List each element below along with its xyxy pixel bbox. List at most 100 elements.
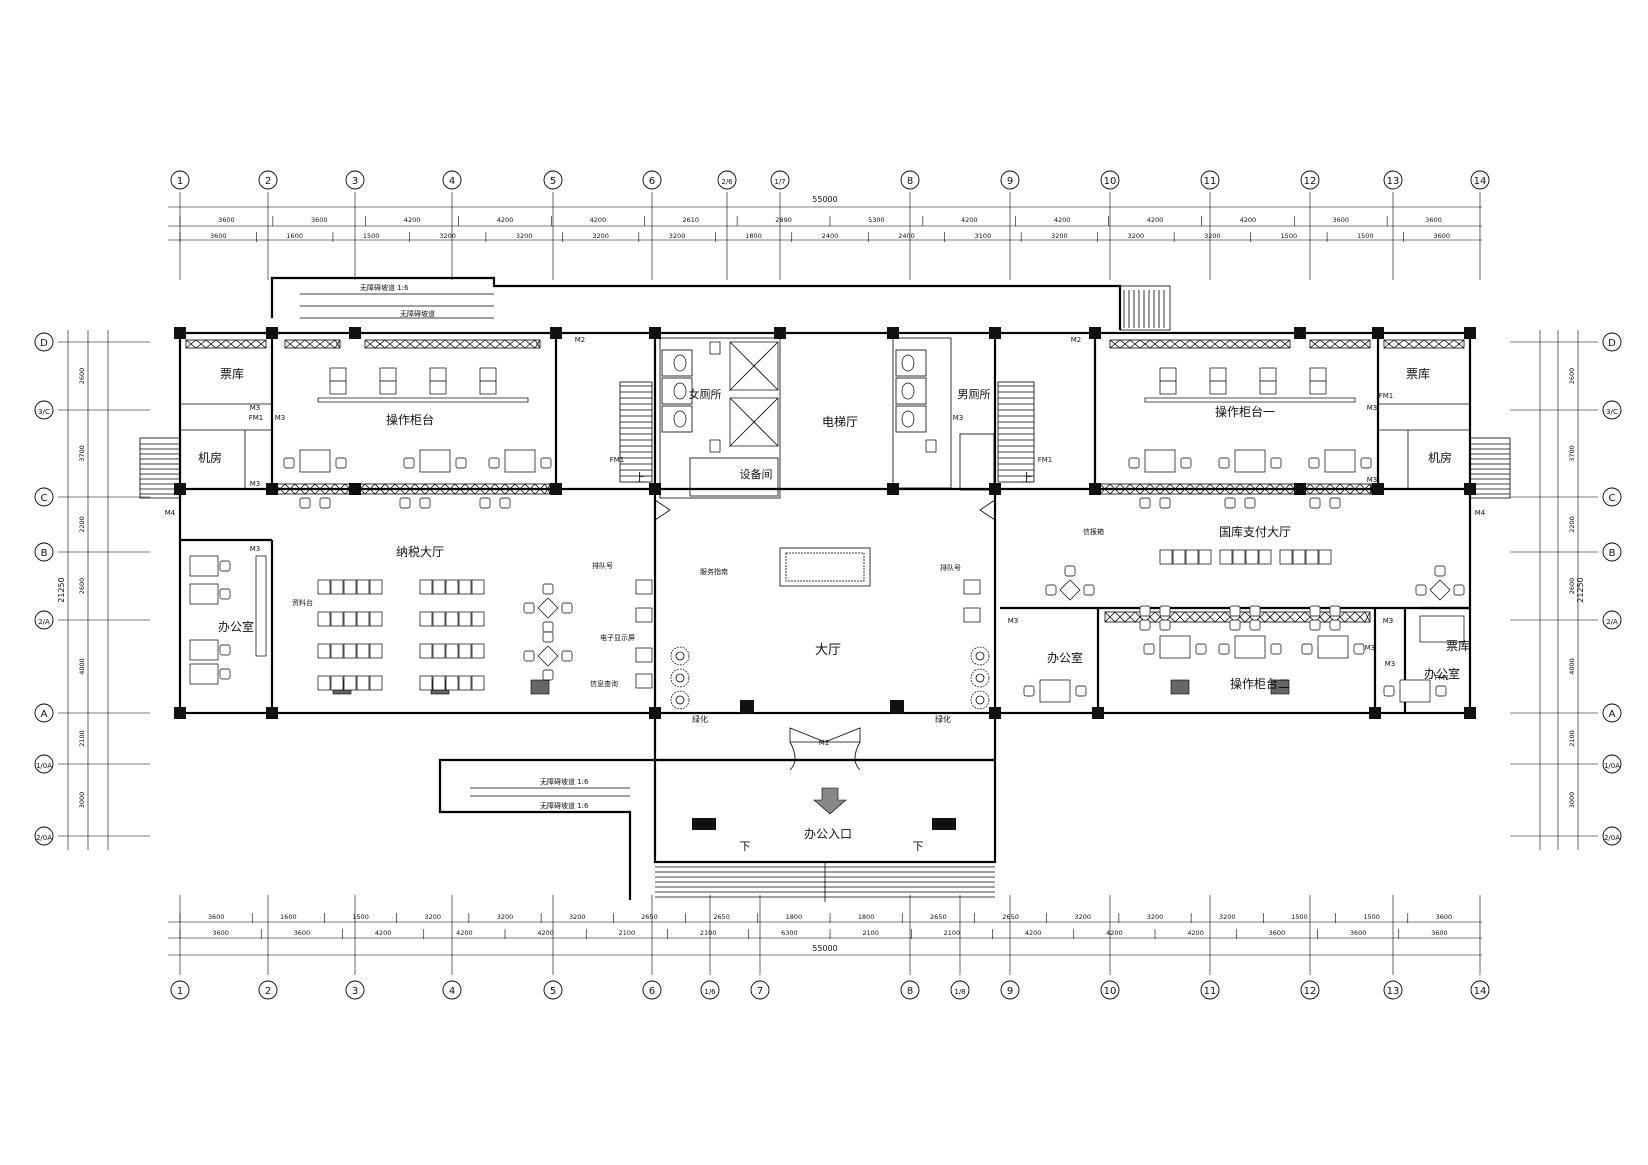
axis-top-11: 11 [1204,176,1217,187]
botrow2-13: 3600 [1269,929,1286,937]
label-paidui-right: 排队号 [940,563,961,572]
botrow1-12: 3200 [1075,913,1092,921]
axis-top-4: 5 [550,176,556,187]
label-ziliao: 资料台 [292,598,313,607]
leftcol-0: 2600 [78,368,86,385]
toprow1-2: 4200 [404,216,421,224]
label-lvhua-left: 绿化 [692,714,708,724]
axis-bottom-14: 13 [1387,986,1400,997]
axis-top-3-circle [442,170,462,190]
leftcol-3: 2600 [78,578,86,595]
toprow1-4: 4200 [590,216,607,224]
axis-right-2: C [1609,493,1616,504]
entrance-doors [654,499,996,771]
axis-right-0: D [1608,338,1616,349]
axis-bottom-11: 10 [1104,986,1117,997]
botrow1-2: 1500 [352,913,369,921]
axis-left-5: A [41,709,48,720]
axis-top-3: 4 [449,176,455,187]
axis-bottom-5: 6 [649,986,655,997]
botrow2-4: 4200 [537,929,554,937]
botrow2-14: 3600 [1350,929,1367,937]
rightcol-0: 2600 [1568,368,1576,385]
column-8 [1089,327,1101,339]
room-caozuo-guitai: 操作柜台 [386,412,434,427]
axis-bottom-12: 11 [1204,986,1217,997]
botrow2-5: 2100 [619,929,636,937]
room-nashui-hall: 纳税大厅 [396,545,444,559]
botrow1-15: 1500 [1291,913,1308,921]
column-5 [774,327,786,339]
rightcol-4: 4000 [1568,658,1576,675]
botrow1-17: 3600 [1436,913,1453,921]
stair-up-right: 上 [1021,471,1033,485]
botrow1-4: 3200 [497,913,514,921]
toprow2-13: 3200 [1204,232,1221,240]
botrow1-11: 2650 [1002,913,1019,921]
column-24 [266,707,278,719]
rightcol-3: 2600 [1568,578,1576,595]
column-7 [989,327,1001,339]
toprow1-9: 4200 [1054,216,1071,224]
room-bangong-left: 办公室 [218,619,254,634]
door-label-fm1d: FM1 [1379,392,1394,400]
botrow1-9: 1800 [858,913,875,921]
axis-bottom-13-circle [1300,980,1320,1000]
botrow2-10: 4200 [1025,929,1042,937]
axis-bottom-10-circle [1000,980,1020,1000]
rightcol-5: 2100 [1568,730,1576,747]
axis-bottom-15: 14 [1474,986,1487,997]
axis-right-3: B [1609,548,1616,559]
room-piaoku-right-2: 票库 [1446,638,1470,653]
door-label-m2b: M2 [1071,336,1082,344]
column-9 [1294,327,1306,339]
stair-down-right: 下 [913,840,924,853]
axis-bottom-3-circle [442,980,462,1000]
axis-top-12: 12 [1304,176,1317,187]
door-label-m4a: M4 [165,509,176,517]
axis-left-3-circle [34,542,54,562]
bottom-total-dim: 55000 [812,944,837,953]
rightcol-6: 3000 [1568,792,1576,809]
column-4 [649,327,661,339]
axis-right-5: A [1609,709,1616,720]
room-bangong-right-1: 办公室 [1047,650,1083,665]
axis-right-5-circle [1602,703,1622,723]
furniture [189,367,1465,703]
toprow2-6: 3200 [669,232,686,240]
room-dianti: 电梯厅 [822,415,858,429]
axis-left-5-circle [34,703,54,723]
toprow2-14: 1500 [1281,232,1298,240]
top-right-stairs [1123,290,1165,328]
stair-up-left: 上 [634,471,646,485]
botrow2-0: 3600 [212,929,229,937]
room-bangong-right-2: 办公室 [1424,666,1460,681]
axis-bottom-9-circle [950,980,970,1000]
axis-top-10: 10 [1104,176,1117,187]
top-ramp: 无障碍坡道 1:6 无障碍坡道 [270,276,1171,331]
botrow2-3: 4200 [456,929,473,937]
label-lvhua-right: 绿化 [935,714,951,724]
toprow1-10: 4200 [1147,216,1164,224]
toprow2-15: 1500 [1357,232,1374,240]
column-27 [1464,707,1476,719]
axis-left-4-circle [34,610,54,630]
axis-right-1-circle [1602,400,1622,420]
axis-right-2-circle [1602,487,1622,507]
column-18 [989,483,1001,495]
toprow1-12: 3600 [1332,216,1349,224]
axis-top-8: 8 [907,176,913,187]
column-6 [887,327,899,339]
room-caozuo-guitai-1: 操作柜台一 [1215,404,1275,419]
toprow2-12: 3200 [1128,232,1145,240]
column-22 [1464,483,1476,495]
axis-top-1-circle [258,170,278,190]
axis-top-2: 3 [352,176,358,187]
rightcol-1: 3700 [1568,445,1576,462]
door-label-fm1b: FM1 [610,456,625,464]
